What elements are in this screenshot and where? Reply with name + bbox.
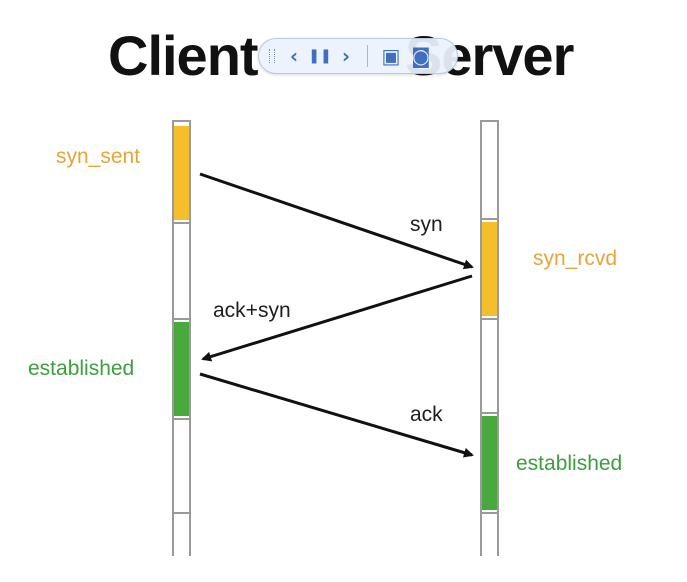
- next-icon[interactable]: ›: [341, 44, 351, 68]
- client-heading: Client: [108, 24, 259, 87]
- message-syn-arrow: [199, 172, 474, 270]
- server-timeline: [480, 120, 499, 556]
- grip-icon[interactable]: [269, 49, 275, 63]
- client-divider: [174, 222, 189, 224]
- client-divider: [174, 318, 189, 320]
- pause-icon[interactable]: ❚❚: [308, 48, 332, 64]
- client-divider: [174, 418, 189, 420]
- server-divider: [482, 412, 497, 414]
- server-state-syn-rcvd: syn_rcvd: [533, 247, 618, 270]
- server-established-segment: [482, 416, 497, 510]
- save-icon[interactable]: ▣: [381, 44, 401, 68]
- server-divider: [482, 218, 497, 220]
- previous-icon[interactable]: ‹: [289, 44, 299, 68]
- client-timeline: [172, 120, 191, 556]
- client-syn-sent-segment: [174, 126, 189, 220]
- message-ack-syn-label: ack+syn: [213, 299, 291, 322]
- camera-icon[interactable]: ◙: [411, 44, 431, 68]
- media-toolbar: ‹ ❚❚ › ▣ ◙: [258, 38, 458, 74]
- server-divider: [482, 318, 497, 320]
- message-syn-label: syn: [410, 213, 443, 236]
- client-divider: [174, 512, 189, 514]
- server-syn-rcvd-segment: [482, 222, 497, 316]
- client-state-syn-sent: syn_sent: [56, 145, 141, 168]
- message-ack-syn-arrow: [201, 274, 473, 362]
- server-state-established: established: [516, 452, 623, 475]
- server-divider: [482, 512, 497, 514]
- message-ack-label: ack: [410, 403, 443, 426]
- client-state-established: established: [28, 357, 135, 380]
- client-established-segment: [174, 322, 189, 416]
- toolbar-divider: [367, 45, 368, 67]
- message-ack-arrow: [199, 372, 474, 458]
